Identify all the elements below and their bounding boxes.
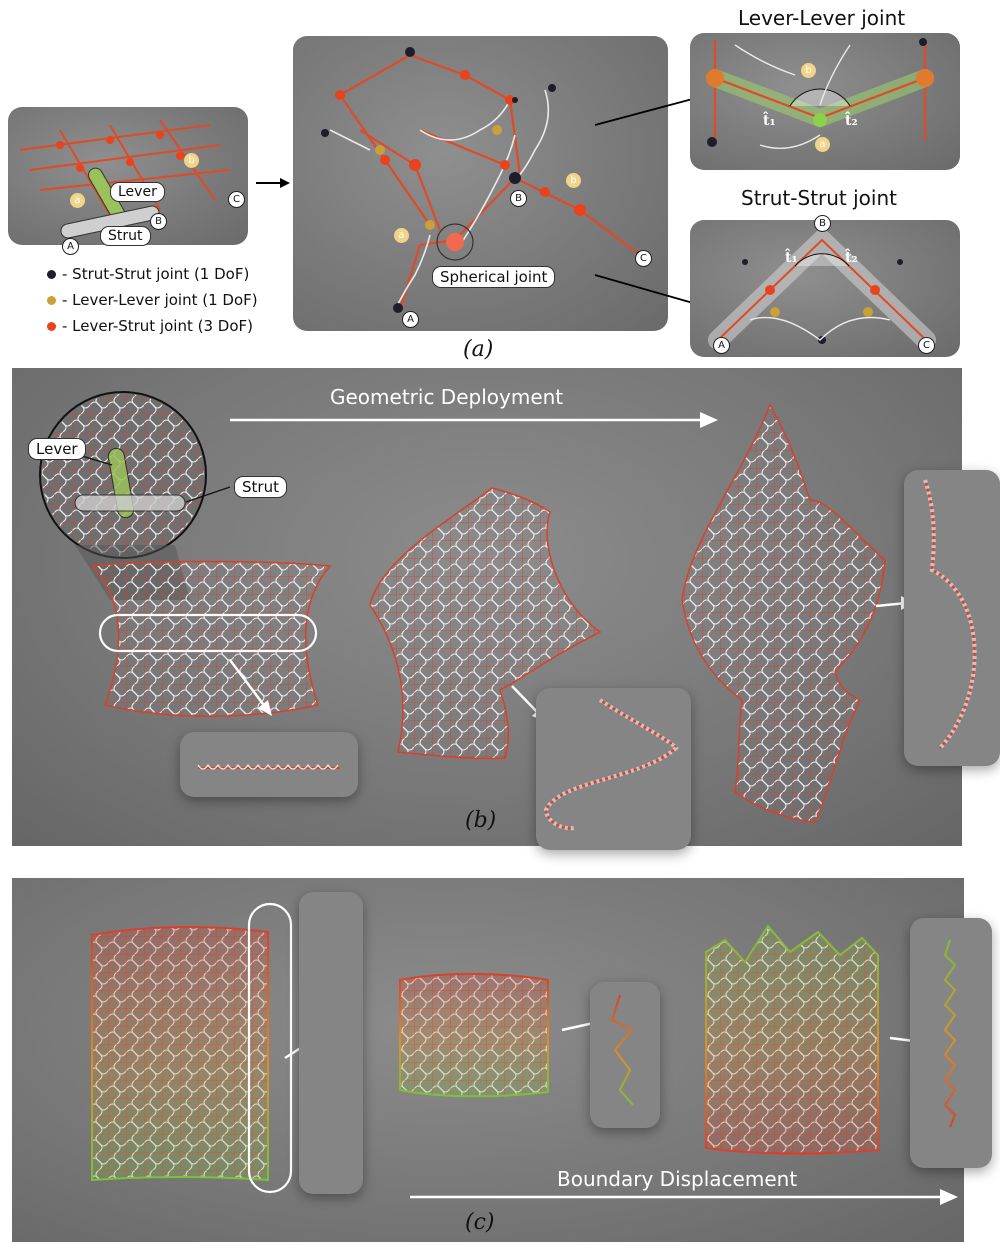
geometric-deployment-label: Geometric Deployment bbox=[330, 385, 564, 409]
center-label-b: b bbox=[566, 173, 581, 188]
magnifier-lever-label: Lever bbox=[28, 438, 86, 460]
flat-strip-inset bbox=[180, 732, 358, 797]
caption-a: (a) bbox=[463, 337, 494, 362]
spherical-joint-label: Spherical joint bbox=[432, 266, 556, 288]
tall-curve-inset bbox=[904, 470, 1000, 766]
t1-vector-label: t̂₁ bbox=[763, 113, 776, 129]
legend-lever-lever: - Lever-Lever joint (1 DoF) bbox=[47, 291, 258, 309]
small-strut-label: Strut bbox=[100, 226, 151, 246]
navy-dot-icon bbox=[47, 270, 56, 279]
caption-c: (c) bbox=[465, 1210, 495, 1235]
legend-lever-strut: - Lever-Strut joint (3 DoF) bbox=[47, 317, 253, 335]
center-point-c: C bbox=[635, 250, 652, 267]
center-point-b: B bbox=[510, 190, 527, 207]
center-point-a: A bbox=[402, 311, 419, 328]
center-label-a: a bbox=[394, 228, 409, 243]
strut-point-a: A bbox=[713, 337, 730, 354]
inset-label-b: b bbox=[801, 63, 816, 78]
strut-t2-label: t̂₂ bbox=[845, 250, 858, 266]
strut-strut-inset bbox=[690, 220, 960, 357]
panel-b-render bbox=[12, 368, 962, 846]
legend-strut-strut: - Strut-Strut joint (1 DoF) bbox=[47, 265, 249, 283]
panel-a-left-render bbox=[8, 107, 248, 245]
small-label-b: b bbox=[184, 153, 199, 168]
strut-point-b: B bbox=[814, 215, 831, 232]
strut-point-c: C bbox=[918, 337, 935, 354]
small-lever-label: Lever bbox=[110, 182, 165, 202]
inset-label-a: a bbox=[815, 137, 830, 152]
s-curve-inset bbox=[536, 688, 691, 850]
magnifier-strut-label: Strut bbox=[234, 476, 287, 498]
t2-vector-label: t̂₂ bbox=[845, 113, 858, 129]
red-dot-icon bbox=[47, 322, 56, 331]
caption-b: (b) bbox=[465, 808, 497, 833]
boundary-displacement-label: Boundary Displacement bbox=[557, 1167, 798, 1191]
folded-curve-inset bbox=[590, 982, 660, 1128]
strut-t1-label: t̂₁ bbox=[785, 250, 798, 266]
panel-c-render bbox=[12, 878, 964, 1242]
lever-lever-title: Lever-Lever joint bbox=[738, 6, 906, 30]
small-label-a: a bbox=[70, 193, 85, 208]
small-point-b: B bbox=[150, 213, 167, 230]
zigzag-curve-inset bbox=[910, 918, 992, 1168]
strut-strut-title: Strut-Strut joint bbox=[741, 186, 897, 210]
small-point-a: A bbox=[62, 238, 79, 255]
gold-dot-icon bbox=[47, 296, 56, 305]
vertical-line-inset bbox=[299, 892, 363, 1194]
small-point-c: C bbox=[228, 191, 245, 208]
